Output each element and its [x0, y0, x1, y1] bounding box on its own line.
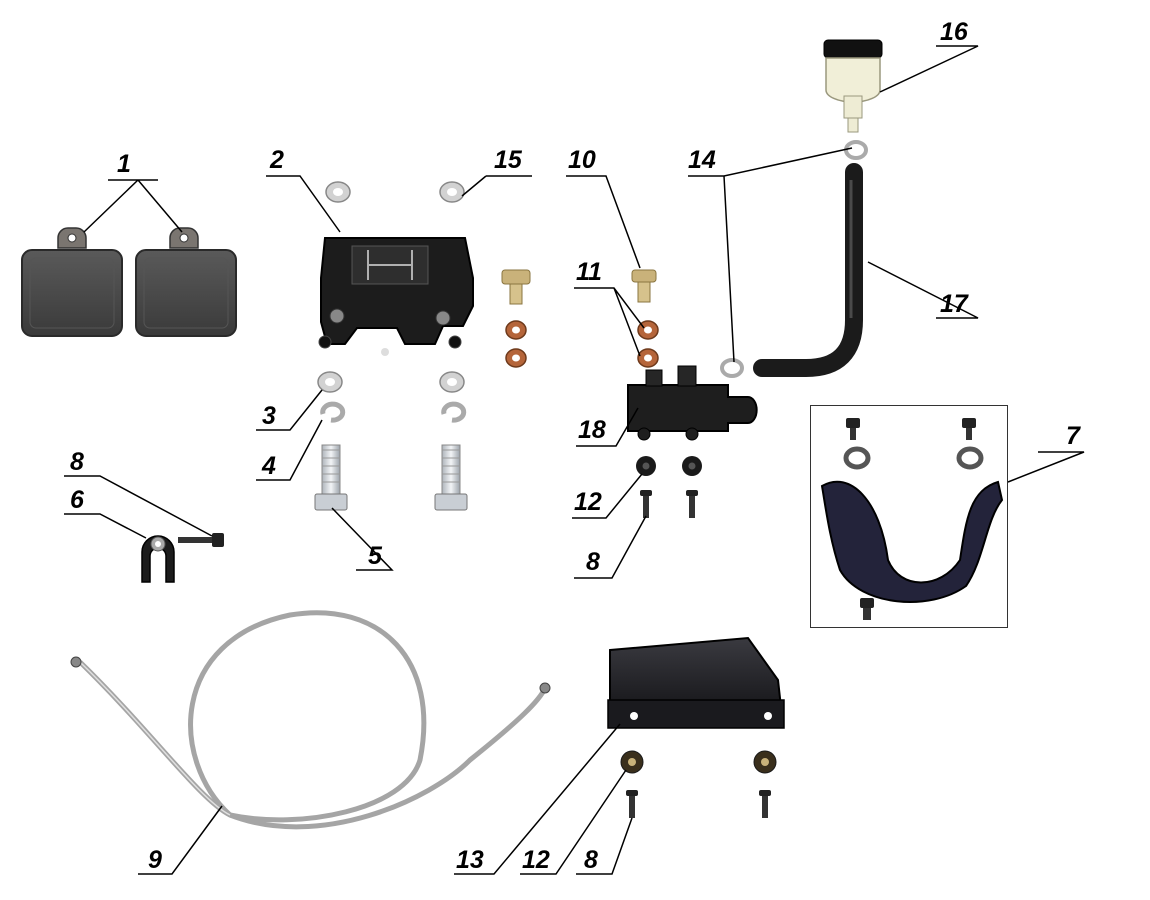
leader-9	[138, 805, 223, 875]
p-clamp-icon	[141, 535, 175, 583]
callout-3: 3	[262, 402, 276, 430]
washer-icon	[505, 320, 659, 368]
master-cylinder-icon	[627, 365, 758, 441]
callout-8-mid: 8	[586, 548, 600, 576]
callout-6: 6	[70, 486, 84, 514]
callout-13: 13	[456, 846, 484, 874]
callout-12-mid: 12	[574, 488, 602, 516]
hose-icon	[753, 163, 863, 377]
leader-4	[256, 419, 323, 481]
callout-15: 15	[494, 146, 522, 174]
bolt-icon	[640, 490, 698, 518]
callout-14: 14	[688, 146, 716, 174]
leader-5	[331, 507, 394, 571]
leader-8-mid	[574, 515, 647, 579]
brake-pad-icon	[21, 227, 237, 337]
fluid-reservoir-icon	[823, 39, 883, 133]
leader-8-bottom	[576, 817, 633, 875]
leader-17	[867, 261, 979, 319]
callout-8-left: 8	[70, 448, 84, 476]
bolt-icon	[314, 444, 468, 511]
leader-10	[566, 175, 641, 269]
brake-line-icon	[70, 610, 551, 830]
leader-12-mid	[572, 473, 643, 519]
callout-16: 16	[940, 18, 968, 46]
guard-icon	[820, 418, 1004, 620]
leader-13	[454, 723, 621, 875]
leader-11	[574, 287, 645, 357]
callout-4: 4	[262, 452, 276, 480]
washer-icon	[636, 456, 702, 476]
callout-1: 1	[117, 150, 131, 178]
bolt-icon	[626, 790, 771, 818]
inset-frame	[810, 405, 1008, 628]
callout-2: 2	[270, 146, 284, 174]
leader-16	[879, 45, 979, 93]
callout-8-bottom: 8	[584, 846, 598, 874]
mounting-bracket-icon	[607, 636, 785, 729]
leader-8-left	[64, 475, 213, 537]
callout-18: 18	[578, 416, 606, 444]
brake-caliper-icon	[318, 237, 474, 356]
callout-11: 11	[576, 258, 602, 286]
bolt-icon	[178, 533, 224, 547]
washer-icon	[317, 181, 467, 423]
washer-icon	[620, 750, 777, 774]
leader-15	[461, 175, 532, 197]
callout-9: 9	[148, 846, 162, 874]
leader-2	[266, 175, 341, 233]
leader-7	[1007, 451, 1085, 483]
callout-5: 5	[368, 542, 382, 570]
leader-14	[688, 147, 853, 363]
callout-12-bottom: 12	[522, 846, 550, 874]
callout-7: 7	[1066, 422, 1080, 450]
callout-17: 17	[940, 290, 968, 318]
leader-lines	[64, 45, 1085, 875]
leader-3	[256, 389, 323, 431]
leader-18	[576, 407, 639, 447]
leader-1	[83, 179, 183, 233]
leader-12-bottom	[520, 769, 627, 875]
leader-6	[64, 513, 147, 539]
callout-10: 10	[568, 146, 596, 174]
bolt-icon	[501, 269, 657, 305]
